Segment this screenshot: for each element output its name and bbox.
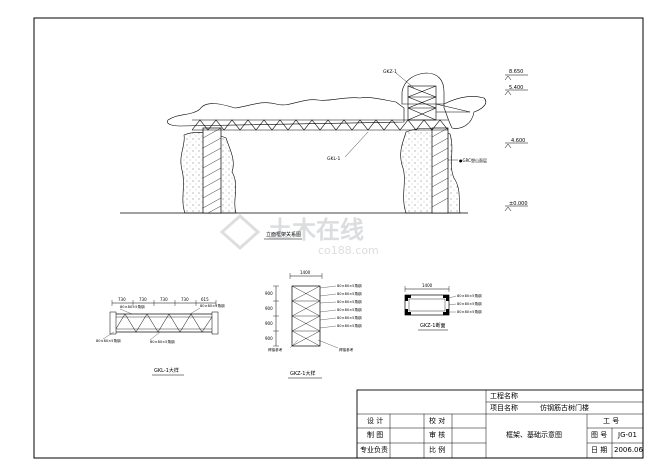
watermark-logo [219,213,261,251]
svg-text:1400: 1400 [422,283,433,288]
svg-text:80×80×5角钢: 80×80×5角钢 [337,307,362,312]
title-block-grid [356,389,644,459]
svg-text:80×80×5角钢: 80×80×5角钢 [457,301,482,306]
svg-text:900: 900 [265,336,273,341]
gkz1-detail-caption: GKZ-1大样 [290,370,315,377]
svg-text:80×80×5角钢: 80×80×5角钢 [457,293,482,298]
gl1-detail-caption: GKL-1大样 [154,367,179,374]
svg-text:80×80×5角钢: 80×80×5角钢 [337,291,362,296]
level-mark-3: 4.600 [504,138,528,149]
svg-text:80×80×5角钢: 80×80×5角钢 [337,299,362,304]
job-no-label: 工 号 [603,417,620,425]
gl1-detail: 730 730 730 730 615 80×80×5角钢 80×80×5角钢 … [96,297,225,376]
svg-text:80×80×5角钢: 80×80×5角钢 [337,283,362,288]
svg-text:1400: 1400 [300,270,311,275]
gkz1-frame [407,85,437,121]
gl1-leader [344,131,369,158]
svg-text:80×80×5角钢: 80×80×5角钢 [337,315,362,320]
elevation-view: GKZ-1 GKL-1 ●GRC塑山面层 8.650 5.400 4.600 ±… [120,69,528,240]
item-name-value: 仿钢筋古树门楼 [540,404,589,412]
drawing-no-label: 图 号 [591,431,608,439]
svg-text:80×80×5角钢: 80×80×5角钢 [457,309,482,314]
scale-label: 比 例 [429,446,446,454]
date-label: 日 期 [591,446,608,454]
review-label: 审 核 [429,431,446,439]
item-name-label: 项目名称 [490,404,518,412]
svg-text:730: 730 [181,297,189,302]
svg-text:焊接参考: 焊接参考 [339,347,354,352]
right-branch-rock [443,96,487,129]
svg-text:8.650: 8.650 [509,69,523,75]
section-caption: GKZ-1断面 [420,322,445,329]
svg-text:±0.000: ±0.000 [509,201,528,207]
svg-text:900: 900 [265,306,273,311]
svg-text:5.400: 5.400 [509,85,523,91]
watermark: 土木在线 co188.com [219,213,379,257]
svg-text:730: 730 [118,297,126,302]
svg-text:80×80×5角钢: 80×80×5角钢 [200,303,225,308]
svg-text:4.600: 4.600 [511,138,525,144]
left-column [202,127,222,214]
gkz1-leader [395,72,415,89]
level-mark-1: 8.650 [504,69,528,81]
svg-text:焊接参考: 焊接参考 [268,347,283,352]
svg-text:80×80×5角钢: 80×80×5角钢 [120,304,145,309]
watermark-sub: co188.com [318,244,379,257]
gkl1-truss-beam [191,119,449,131]
svg-text:900: 900 [265,321,273,326]
draw-label: 制 图 [367,431,384,439]
svg-text:615: 615 [201,297,209,302]
check-label: 校 对 [429,417,446,425]
svg-text:80×80×5角钢: 80×80×5角钢 [337,323,362,328]
svg-text:900: 900 [265,291,273,296]
gl1-tag: GKL-1 [327,156,340,162]
drawing-no-value: JG-01 [618,431,637,439]
lead-label: 专业负责 [360,446,388,454]
svg-text:730: 730 [139,297,147,302]
gkz1-tag: GKZ-1 [383,69,397,75]
grc-note: ●GRC塑山面层 [459,157,487,163]
level-mark-4: ±0.000 [504,201,528,212]
drawing-title: 框架、基础示意图 [506,431,562,439]
project-name-label: 工程名称 [490,392,518,400]
elevation-caption: 立面框架关系图 [266,231,301,238]
drawing-border [33,17,644,459]
date-value: 2006.06 [614,446,643,454]
gkz1-detail: 1400 900 900 900 900 80×80×5角钢 80×80×5角钢 [265,270,362,379]
watermark-main: 土木在线 [268,216,364,244]
level-mark-2: 5.400 [504,85,528,96]
section-detail: 1400 80×80×5角钢 80×80×5角钢 80×80×5角钢 GKZ-1… [404,283,482,331]
svg-text:730: 730 [160,297,168,302]
right-brace [435,103,471,113]
right-column [431,127,449,214]
design-label: 设 计 [367,417,384,425]
svg-text:80×80×5角钢: 80×80×5角钢 [150,339,175,344]
svg-text:80×80×5角钢: 80×80×5角钢 [96,338,121,343]
left-branch-rock [167,97,405,127]
right-rock-mass [400,128,461,214]
